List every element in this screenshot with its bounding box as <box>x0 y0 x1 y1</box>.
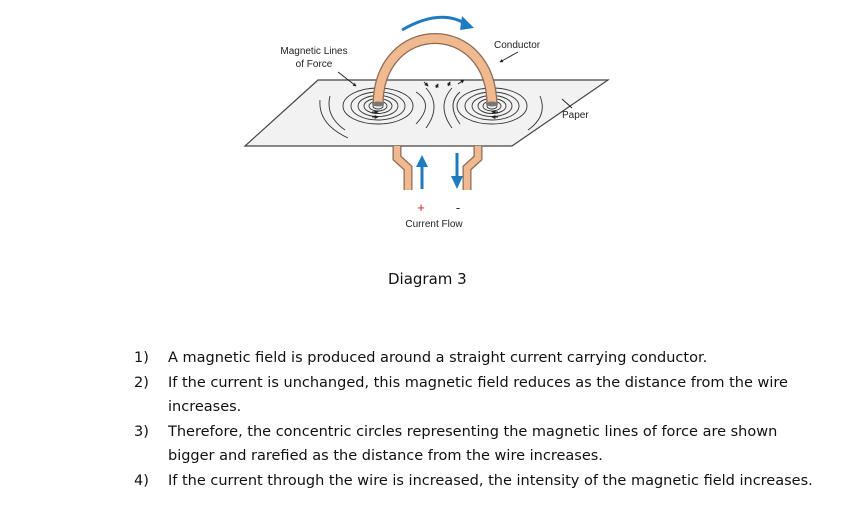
note-text: A magnetic field is produced around a st… <box>168 350 708 366</box>
magnetic-lines-leader <box>337 71 357 87</box>
note-item: 2) If the current is unchanged, this magn… <box>134 371 824 420</box>
wire-hole-left <box>372 101 384 107</box>
note-text: If the current through the wire is incre… <box>168 472 813 489</box>
conductor-leg-left <box>392 146 413 190</box>
note-item: 3) Therefore, the concentric circles repr… <box>134 420 824 469</box>
wire-hole-right <box>486 101 498 107</box>
diagram-caption: Diagram 3 <box>388 270 467 288</box>
note-number: 2) <box>134 374 149 391</box>
conductor-label: Conductor <box>494 40 541 51</box>
note-text: Therefore, the concentric circles repres… <box>168 423 778 465</box>
note-number: 1) <box>134 350 149 366</box>
paper-label: Paper <box>562 110 589 121</box>
magnetic-lines-label-1: Magnetic Lines <box>280 46 347 57</box>
plus-sign: + <box>417 200 425 215</box>
field-direction-arrows <box>372 79 498 119</box>
note-number: 3) <box>134 423 149 440</box>
conductor-leg-right <box>462 146 483 190</box>
current-flow-label: Current Flow <box>405 219 463 230</box>
conductor-leader <box>499 51 519 63</box>
magnetic-field-diagram: Magnetic Lines of Force Conductor Paper … <box>243 15 610 230</box>
paper-sheet <box>243 79 610 147</box>
note-text: If the current is unchanged, this magnet… <box>168 374 788 416</box>
paper-leader <box>561 98 573 109</box>
current-down-arrow <box>451 153 463 189</box>
minus-sign: - <box>456 200 460 215</box>
rotation-arrow <box>401 15 474 32</box>
note-item: 1) A magnetic field is produced around a … <box>134 346 824 371</box>
note-number: 4) <box>134 472 149 489</box>
conductor-arc <box>372 33 498 107</box>
note-item: 4) If the current through the wire is inc… <box>134 469 824 494</box>
field-lines-between <box>415 87 461 129</box>
current-up-arrow <box>416 155 428 189</box>
notes-list: 1) A magnetic field is produced around a … <box>134 346 824 493</box>
magnetic-lines-label-2: of Force <box>296 59 333 70</box>
